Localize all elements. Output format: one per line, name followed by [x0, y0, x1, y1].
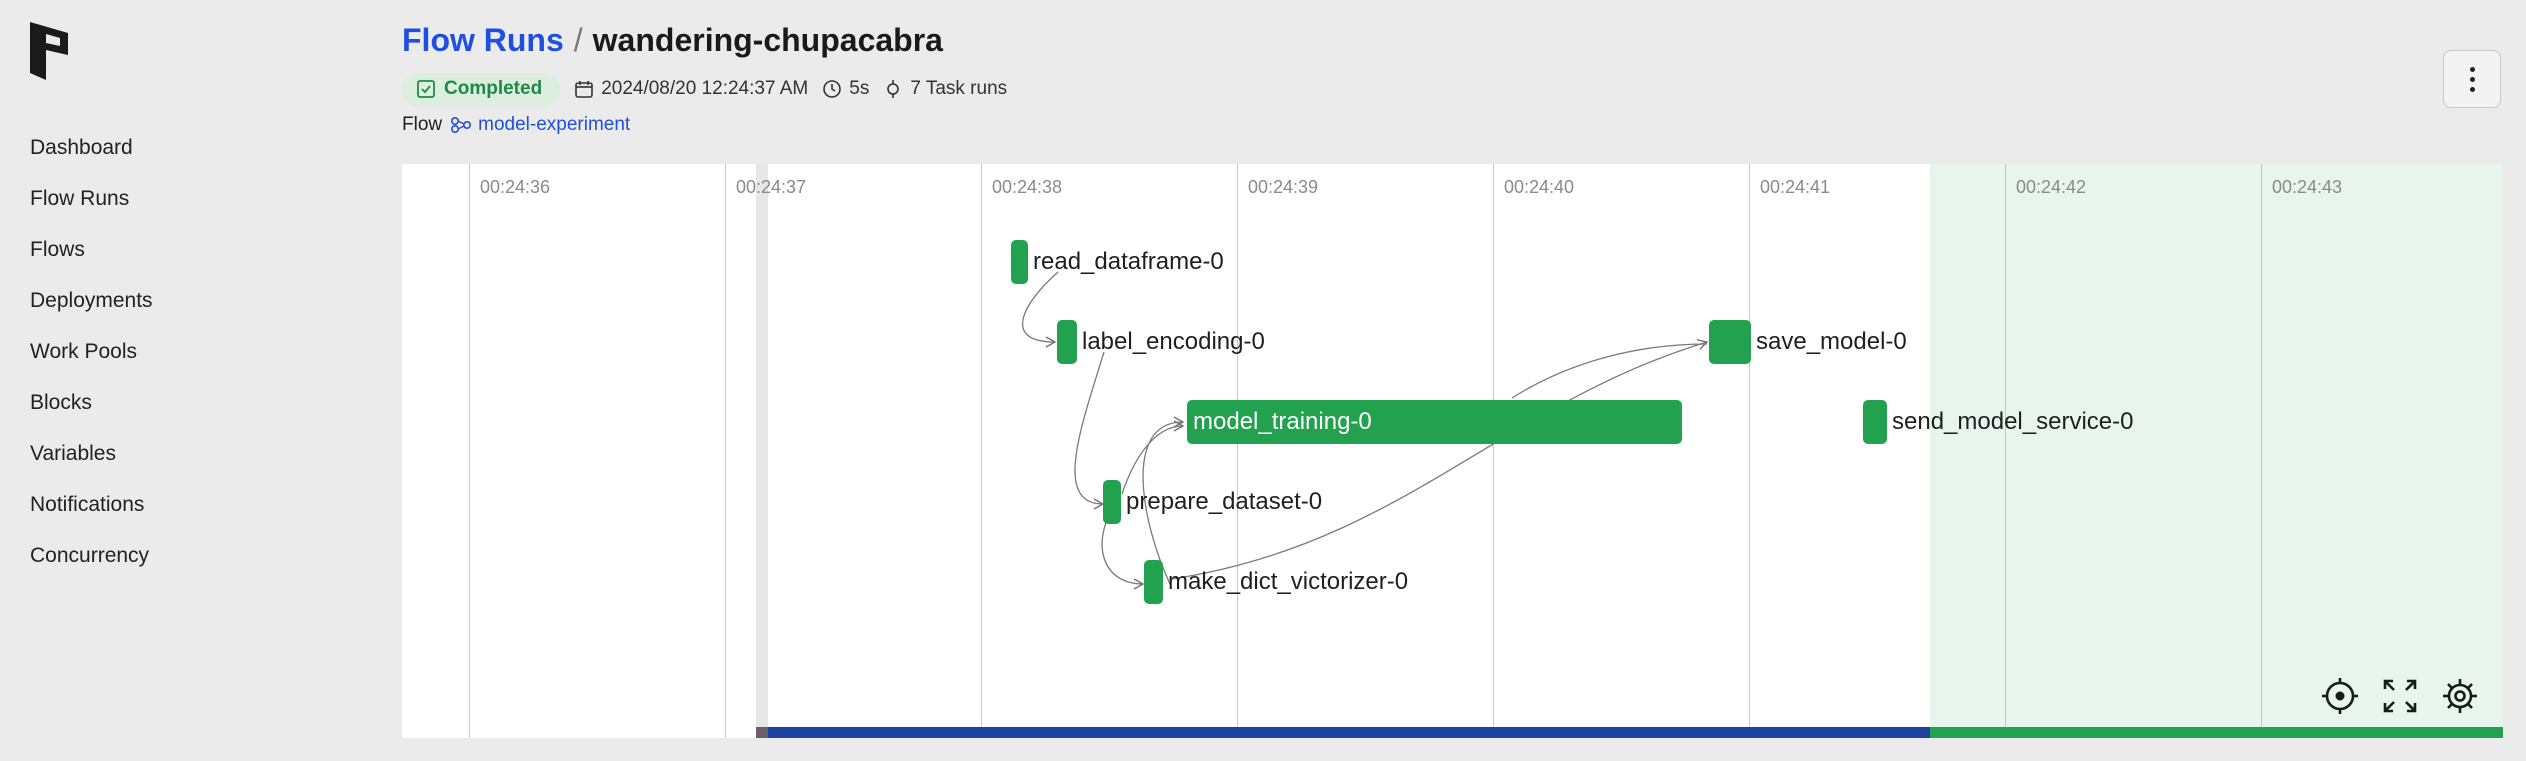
edge-make-to-save	[1171, 339, 1709, 580]
task-label-send-model-service[interactable]: send_model_service-0	[1892, 408, 2134, 435]
track-segment-completed	[1930, 727, 2503, 738]
time-tick: 00:24:36	[480, 177, 551, 197]
nav-item-flows[interactable]: Flows	[30, 238, 85, 261]
prefect-logo-icon[interactable]	[28, 22, 72, 80]
duration: 5s	[822, 78, 869, 100]
edge-training-to-save	[1511, 343, 1708, 399]
edge-make-to-training	[1142, 416, 1185, 585]
time-tick: 00:24:37	[736, 177, 807, 197]
calendar-icon	[575, 81, 593, 98]
grid-line	[725, 164, 726, 738]
fullscreen-button[interactable]	[2380, 676, 2420, 716]
nav-item-work-pools[interactable]: Work Pools	[30, 340, 137, 363]
nav-item-variables[interactable]: Variables	[30, 442, 116, 465]
settings-gear-icon	[2443, 679, 2477, 713]
recenter-button[interactable]	[2320, 676, 2360, 716]
sidebar-nav: Dashboard Flow Runs Flows Deployments Wo…	[30, 132, 153, 591]
edge-read-to-label	[1022, 271, 1059, 348]
future-region	[1930, 164, 2503, 738]
track-segment-running	[768, 727, 1930, 738]
run-start-marker	[756, 164, 768, 738]
time-tick: 00:24:41	[1760, 177, 1831, 197]
track-segment-pending	[756, 727, 768, 738]
dependency-edges	[1022, 271, 1709, 590]
time-tick: 00:24:42	[2016, 177, 2087, 197]
flow-name: model-experiment	[478, 114, 631, 135]
settings-button[interactable]	[2440, 676, 2480, 716]
status-label: Completed	[444, 78, 543, 99]
time-tick: 00:24:38	[992, 177, 1063, 197]
duration-label: 5s	[849, 78, 870, 99]
edge-prepare-to-training	[1121, 420, 1185, 495]
flow-row: Flow model-experiment	[402, 114, 630, 136]
nav-item-dashboard[interactable]: Dashboard	[30, 136, 133, 159]
time-tick: 00:24:39	[1248, 177, 1319, 197]
task-node-save-model[interactable]	[1709, 320, 1751, 364]
task-run-icon	[887, 80, 900, 98]
start-time: 2024/08/20 12:24:37 AM	[574, 78, 808, 100]
run-state-track[interactable]	[756, 727, 2503, 738]
task-node-read-dataframe[interactable]	[1011, 240, 1028, 284]
breadcrumb: Flow Runs/wandering-chupacabra	[402, 22, 943, 59]
time-tick: 00:24:43	[2272, 177, 2343, 197]
breadcrumb-separator: /	[573, 22, 583, 58]
grid-line	[2005, 164, 2006, 738]
nav-item-blocks[interactable]: Blocks	[30, 391, 92, 414]
task-runs-label: 7 Task runs	[910, 78, 1008, 99]
start-time-label: 2024/08/20 12:24:37 AM	[601, 78, 809, 99]
nav-item-flow-runs[interactable]: Flow Runs	[30, 187, 130, 210]
flow-link[interactable]: model-experiment	[442, 114, 630, 136]
timeline-graph[interactable]: 00:24:36 00:24:37 00:24:38 00:24:39 00:2…	[402, 164, 2503, 738]
task-label-read-dataframe[interactable]: read_dataframe-0	[1033, 248, 1224, 275]
flow-icon	[451, 116, 472, 134]
task-runs-count[interactable]: 7 Task runs	[883, 78, 1007, 100]
run-meta-row: Completed 2024/08/20 12:24:37 AM 5s 7 Ta…	[402, 72, 1021, 106]
task-label-model-training[interactable]: model_training-0	[1193, 408, 1372, 435]
grid-line	[1749, 164, 1750, 738]
grid-line	[1237, 164, 1238, 738]
check-square-icon	[417, 80, 435, 98]
grid-line	[1493, 164, 1494, 738]
flow-prefix: Flow	[402, 114, 443, 135]
task-node-send-model-service[interactable]	[1863, 400, 1887, 444]
task-label-make-dict-victorizer[interactable]: make_dict_victorizer-0	[1168, 568, 1409, 595]
nav-item-concurrency[interactable]: Concurrency	[30, 544, 150, 567]
task-label-prepare-dataset[interactable]: prepare_dataset-0	[1126, 488, 1323, 515]
task-label-label-encoding[interactable]: label_encoding-0	[1082, 328, 1265, 355]
clock-icon	[823, 80, 842, 98]
edge-label-to-prepare	[1074, 351, 1105, 510]
status-badge: Completed	[402, 72, 561, 106]
task-node-make-dict-victorizer[interactable]	[1144, 560, 1163, 604]
nav-item-deployments[interactable]: Deployments	[30, 289, 153, 312]
breadcrumb-flow-runs-link[interactable]: Flow Runs	[402, 22, 564, 58]
page-title: wandering-chupacabra	[592, 22, 943, 58]
time-tick: 00:24:40	[1504, 177, 1575, 197]
recenter-icon	[2322, 678, 2358, 714]
grid-line	[981, 164, 982, 738]
task-node-label-encoding[interactable]	[1057, 320, 1077, 364]
task-node-model-training[interactable]	[1187, 400, 1682, 444]
task-label-save-model[interactable]: save_model-0	[1756, 328, 1907, 355]
nav-item-notifications[interactable]: Notifications	[30, 493, 145, 516]
grid-line	[469, 164, 470, 738]
more-options-button[interactable]	[2443, 50, 2501, 108]
fullscreen-icon	[2383, 679, 2417, 713]
task-node-prepare-dataset[interactable]	[1103, 480, 1121, 524]
grid-line	[2261, 164, 2262, 738]
